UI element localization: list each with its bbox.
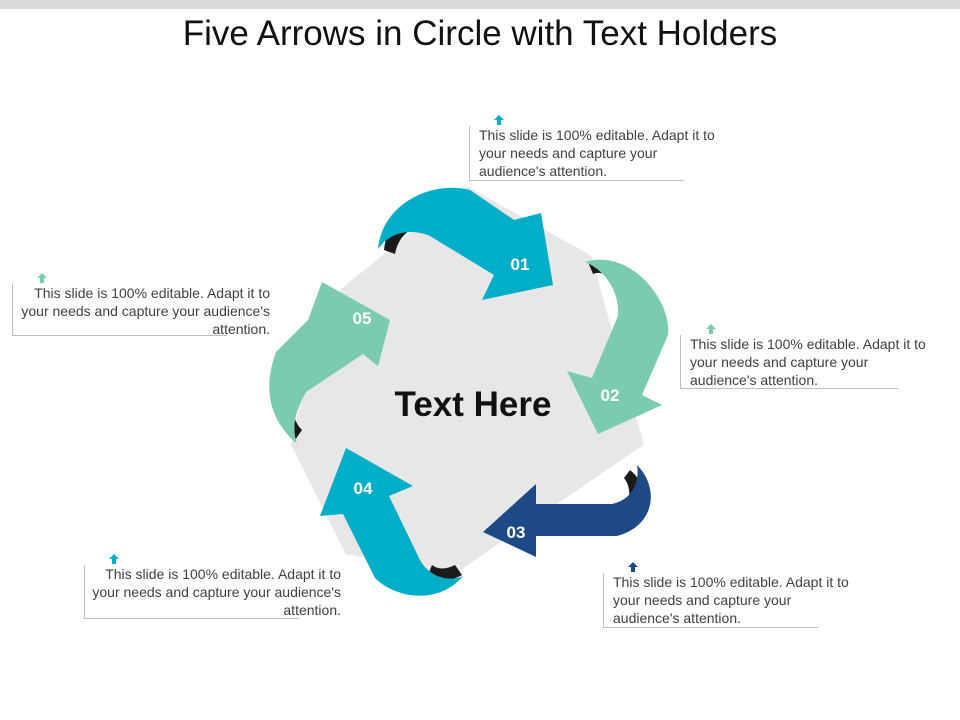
text-holder-05-body: This slide is 100% editable. Adapt it to…: [21, 285, 270, 337]
step-number-labels: 01 02 03 04 05: [353, 255, 620, 542]
center-text: Text Here: [395, 385, 552, 424]
arrow-up-icon: [494, 115, 504, 125]
step-number-04: 04: [354, 479, 373, 498]
arrow-up-icon: [37, 273, 47, 283]
step-number-02: 02: [601, 386, 620, 405]
step-number-05: 05: [353, 309, 372, 328]
text-holder-03-body: This slide is 100% editable. Adapt it to…: [613, 574, 849, 626]
text-holder-01-body: This slide is 100% editable. Adapt it to…: [479, 127, 715, 179]
arrow-03: [483, 465, 651, 557]
arrow-up-icon: [706, 324, 716, 334]
text-holder-04-body: This slide is 100% editable. Adapt it to…: [92, 566, 341, 618]
page-title: Five Arrows in Circle with Text Holders: [182, 14, 778, 53]
top-bar: [0, 0, 960, 9]
arrow-02: [567, 259, 669, 434]
text-holder-02-body: This slide is 100% editable. Adapt it to…: [690, 336, 926, 388]
arrow-04: [320, 448, 463, 596]
arrow-05: [269, 282, 390, 444]
step-number-01: 01: [511, 255, 530, 274]
arrow-01: [378, 187, 553, 300]
step-number-03: 03: [507, 523, 526, 542]
arrow-up-icon: [628, 562, 638, 572]
arrow-up-icon: [109, 554, 119, 564]
